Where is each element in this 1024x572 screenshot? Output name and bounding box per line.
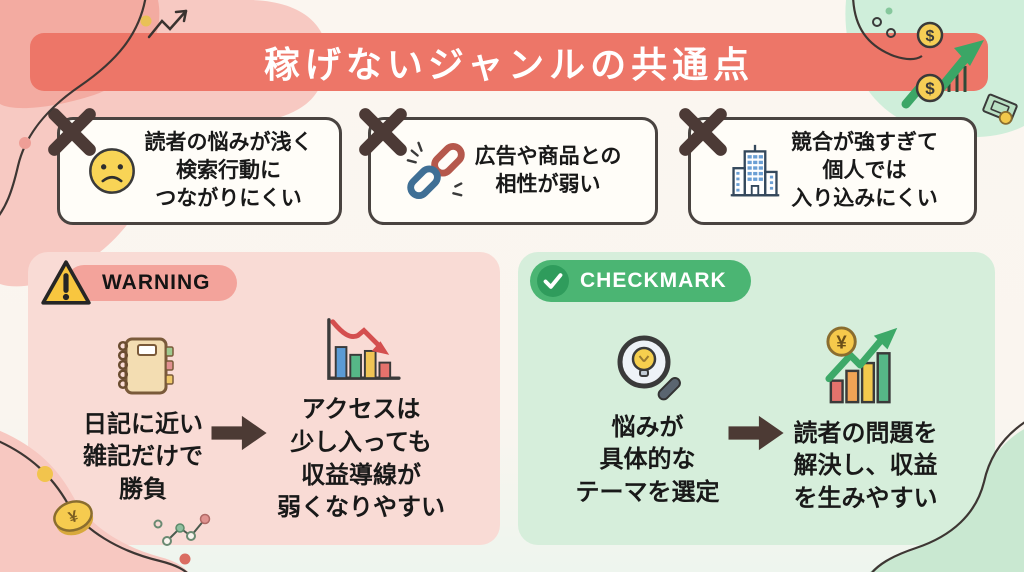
text-line: 勝負 [119,475,167,503]
checkmark-after-item: ¥ 読者の問題を 解決し、収益 を生みやすい [794,324,938,516]
magnifier-lightbulb-icon [617,335,681,400]
checkmark-badge-label: CHECKMARK [580,269,727,292]
text-line: 読者の問題を [793,419,938,447]
sparkle-dot [19,137,31,149]
checkmark-panel: CHECKMARK 悩みが 具体的な テーマを選定 [518,252,995,545]
checkmark-badge-pill: CHECKMARK [530,260,751,302]
page-title: 稼げないジャンルの共通点 [263,44,755,85]
broken-link-icon [406,141,465,200]
x-mark-icon [679,108,727,156]
arrow-right-icon [211,415,267,450]
checkmark-badge: CHECKMARK [530,260,751,302]
title-banner: 稼げないジャンルの共通点 [30,33,988,91]
warning-panel: WARNING [28,252,500,545]
warning-before-text: 日記に近い 雑記だけで 勝負 [83,409,203,507]
banknote-icon [982,93,1018,125]
text-line: アクセスは [301,396,421,424]
sparkle-dot [140,15,152,27]
reason-text: 広告や商品との 相性が弱い [475,143,622,198]
reason-box-weak-affinity: 広告や商品との 相性が弱い [359,108,658,225]
text-line: 日記に近い [83,410,203,438]
warning-after-item: アクセスは 少し入っても 収益導線が 弱くなりやすい [277,314,445,525]
text-line: 弱くなりやすい [277,494,445,522]
warning-panel-body: 日記に近い 雑記だけで 勝負 アクセスは [28,302,500,537]
sparkle-dot [179,553,191,565]
checkmark-panel-body: 悩みが 具体的な テーマを選定 ¥ [518,302,995,537]
notebook-icon [117,337,174,395]
yen-symbol: ¥ [836,331,847,352]
office-building-icon [730,144,780,197]
warning-badge: WARNING [40,260,237,308]
checkmark-icon [537,265,569,297]
arrow-right-icon [728,415,784,450]
text-line: 少し入っても [290,428,432,456]
text-line: 解決し、収益 [793,452,938,480]
text-line: 悩みが [611,413,684,441]
text-line: 具体的な [599,446,696,474]
x-mark-icon [359,108,407,156]
text-line: 検索行動に [176,159,281,183]
rising-chart-icon: ¥ [824,326,897,403]
checkmark-before-item: 悩みが 具体的な テーマを選定 [576,330,720,510]
reason-text: 読者の悩みが浅く 検索行動に つながりにくい [145,129,313,212]
reason-box-shallow-needs: 読者の悩みが浅く 検索行動に つながりにくい [48,108,342,225]
text-line: 雑記だけで [83,443,203,471]
text-line: を生みやすい [793,484,938,512]
text-line: テーマを選定 [575,478,720,506]
warning-before-item: 日記に近い 雑記だけで 勝負 [83,333,203,507]
text-line: 競合が強すぎて [791,131,938,155]
warning-triangle-icon [41,260,91,305]
reason-text: 競合が強すぎて 個人では 入り込みにくい [791,129,938,212]
x-mark-icon [48,108,96,156]
sparkle-dot [872,17,882,27]
checkmark-after-text: 読者の問題を 解決し、収益 を生みやすい [794,418,938,516]
declining-chart-icon [327,318,401,381]
warning-after-text: アクセスは 少し入っても 収益導線が 弱くなりやすい [277,394,445,525]
checkmark-before-text: 悩みが 具体的な テーマを選定 [576,412,720,510]
text-line: 収益導線が [301,461,421,489]
text-line: つながりにくい [155,186,302,210]
text-line: 相性が弱い [495,173,601,196]
sparkle-dot [885,7,893,15]
text-line: 読者の悩みが浅く [144,131,313,155]
text-line: 入り込みにくい [791,186,938,210]
reason-box-strong-competition: 競合が強すぎて 個人では 入り込みにくい [679,108,977,225]
text-line: 個人では [822,159,907,183]
text-line: 広告や商品との [474,145,622,169]
